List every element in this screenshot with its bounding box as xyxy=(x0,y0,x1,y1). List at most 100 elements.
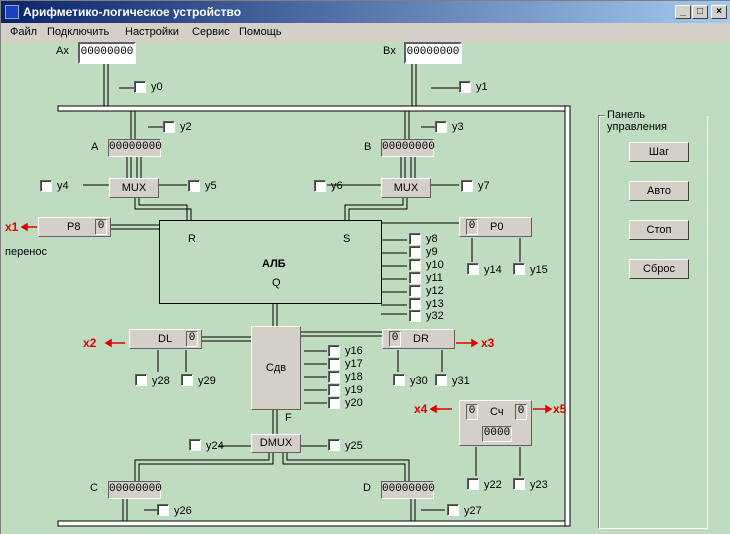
control-panel: Панель управления Шаг Авто Стоп Сброс xyxy=(598,109,708,529)
menu-help[interactable]: Помощь xyxy=(239,26,282,38)
dl-label: DL xyxy=(158,333,173,345)
menu-file[interactable]: Файл xyxy=(10,26,38,38)
y9-checkbox[interactable] xyxy=(409,246,421,258)
mux-left: MUX xyxy=(109,178,159,198)
y15-checkbox[interactable] xyxy=(513,263,525,275)
y18-checkbox[interactable] xyxy=(328,371,340,383)
y10-label: y10 xyxy=(426,259,444,271)
shift-f-label: F xyxy=(285,412,292,424)
alu-s-label: S xyxy=(343,233,351,245)
register-a: 00000000 xyxy=(108,139,162,157)
y5-label: y5 xyxy=(205,180,217,192)
register-p8: P8 0 xyxy=(38,217,111,237)
alu-q-label: Q xyxy=(272,277,281,289)
alu-title: АЛБ xyxy=(262,258,286,270)
menu-connect[interactable]: Подключить xyxy=(47,26,110,38)
p8-label: P8 xyxy=(67,221,81,233)
a-label: A xyxy=(91,141,99,153)
reset-button[interactable]: Сброс xyxy=(629,259,689,279)
y13-checkbox[interactable] xyxy=(409,298,421,310)
bx-input[interactable]: 00000000 xyxy=(404,42,462,64)
c-label: C xyxy=(90,482,98,494)
dl-value: 0 xyxy=(186,331,198,347)
y3-checkbox[interactable] xyxy=(435,121,447,133)
y2-checkbox[interactable] xyxy=(163,121,175,133)
y0-checkbox[interactable] xyxy=(134,81,146,93)
y15-label: y15 xyxy=(530,264,548,276)
auto-button[interactable]: Авто xyxy=(629,181,689,201)
register-dr: 0 DR xyxy=(382,329,455,349)
y16-checkbox[interactable] xyxy=(328,345,340,357)
register-c: 00000000 xyxy=(108,481,162,499)
y7-checkbox[interactable] xyxy=(461,180,473,192)
y13-label: y13 xyxy=(426,298,444,310)
maximize-button[interactable]: □ xyxy=(692,5,708,19)
y19-label: y19 xyxy=(345,384,363,396)
y0-label: y0 xyxy=(151,81,163,93)
d-label: D xyxy=(363,482,371,494)
y8-checkbox[interactable] xyxy=(409,233,421,245)
y25-label: y25 xyxy=(345,440,363,452)
ax-input[interactable]: 00000000 xyxy=(78,42,136,64)
counter-label: Сч xyxy=(490,406,504,418)
y11-label: y11 xyxy=(426,272,443,284)
y19-checkbox[interactable] xyxy=(328,384,340,396)
y20-checkbox[interactable] xyxy=(328,397,340,409)
y6-checkbox[interactable] xyxy=(314,180,326,192)
y30-checkbox[interactable] xyxy=(393,374,405,386)
y23-label: y23 xyxy=(530,479,548,491)
y17-label: y17 xyxy=(345,358,363,370)
close-button[interactable]: × xyxy=(711,5,727,19)
y1-checkbox[interactable] xyxy=(459,81,471,93)
app-icon xyxy=(5,5,19,19)
schematic-area: Ax 00000000 Bx 00000000 y0 y1 y2 y3 A 00… xyxy=(1,42,730,534)
menu-bar: Файл Подключить Настройки Сервис Помощь xyxy=(1,23,730,42)
y20-label: y20 xyxy=(345,397,363,409)
ax-label: Ax xyxy=(56,45,69,57)
y17-checkbox[interactable] xyxy=(328,358,340,370)
y22-label: y22 xyxy=(484,479,502,491)
y23-checkbox[interactable] xyxy=(513,478,525,490)
y5-checkbox[interactable] xyxy=(188,180,200,192)
minimize-button[interactable]: _ xyxy=(675,5,691,19)
shift-block: Сдв xyxy=(251,326,301,410)
y16-label: y16 xyxy=(345,345,363,357)
y14-checkbox[interactable] xyxy=(467,263,479,275)
y12-label: y12 xyxy=(426,285,444,297)
alu-block: R S АЛБ Q xyxy=(159,220,382,304)
x3-output: x3 xyxy=(481,336,495,350)
y10-checkbox[interactable] xyxy=(409,259,421,271)
y27-checkbox[interactable] xyxy=(447,504,459,516)
step-button[interactable]: Шаг xyxy=(629,142,689,162)
register-p0: 0 P0 xyxy=(459,217,532,237)
y30-label: y30 xyxy=(410,375,428,387)
bx-label: Bx xyxy=(383,45,396,57)
y8-label: y8 xyxy=(426,233,438,245)
y12-checkbox[interactable] xyxy=(409,285,421,297)
x2-output: x2 xyxy=(83,336,97,350)
menu-service[interactable]: Сервис xyxy=(192,26,230,38)
y28-checkbox[interactable] xyxy=(135,374,147,386)
x5-output: x5 xyxy=(553,402,567,416)
dr-value: 0 xyxy=(389,331,401,347)
y32-checkbox[interactable] xyxy=(409,310,421,322)
y31-checkbox[interactable] xyxy=(435,374,447,386)
y4-checkbox[interactable] xyxy=(40,180,52,192)
y11-checkbox[interactable] xyxy=(409,272,421,284)
y31-label: y31 xyxy=(452,375,470,387)
y3-label: y3 xyxy=(452,121,464,133)
title-bar: Арифметико-логическое устройство _ □ × xyxy=(1,1,730,23)
carry-label: перенос xyxy=(5,246,48,258)
y2-label: y2 xyxy=(180,121,192,133)
y26-checkbox[interactable] xyxy=(157,504,169,516)
y24-checkbox[interactable] xyxy=(189,439,201,451)
y22-checkbox[interactable] xyxy=(467,478,479,490)
stop-button[interactable]: Стоп xyxy=(629,220,689,240)
y29-checkbox[interactable] xyxy=(181,374,193,386)
x4-output: x4 xyxy=(414,402,428,416)
y24-label: y24 xyxy=(206,440,224,452)
menu-settings[interactable]: Настройки xyxy=(125,26,179,38)
y25-checkbox[interactable] xyxy=(328,439,340,451)
dr-label: DR xyxy=(413,333,429,345)
